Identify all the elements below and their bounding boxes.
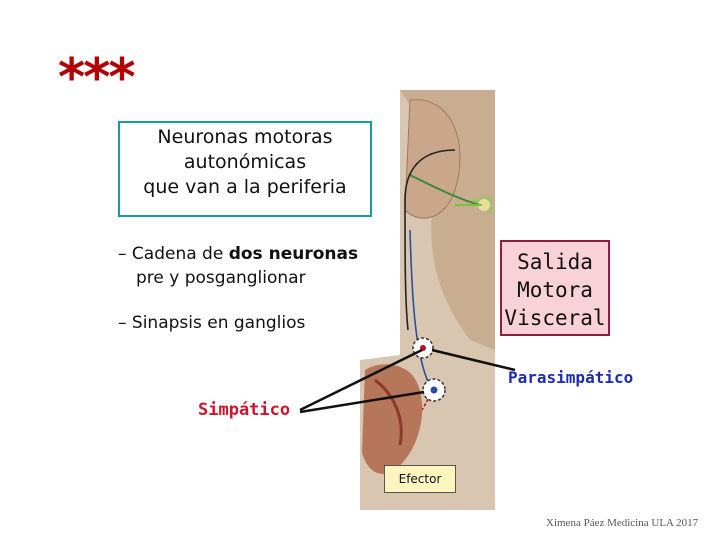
salida-line-2: Motora <box>502 276 608 304</box>
label-efector: Efector <box>384 465 456 493</box>
label-simpatico: Simpático <box>198 400 290 420</box>
salida-line-3: Visceral <box>502 304 608 332</box>
label-parasimpatico: Parasimpático <box>508 368 633 387</box>
salida-line-1: Salida <box>502 248 608 276</box>
salida-motora-visceral-box: Salida Motora Visceral <box>500 240 610 336</box>
credit-text: Ximena Páez Medicina ULA 2017 <box>546 517 698 529</box>
ganglion-lower-dot <box>431 387 438 394</box>
